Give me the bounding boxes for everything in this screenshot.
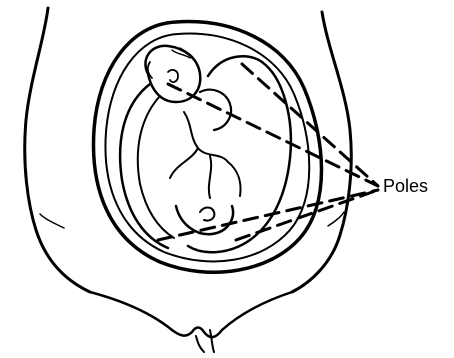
fetal-ear [168, 70, 178, 82]
torso-left-outline [25, 8, 90, 292]
umbilical-cord [170, 112, 241, 198]
fetal-limbs [188, 56, 291, 252]
fetal-knee [200, 90, 231, 130]
fetal-head [145, 46, 200, 102]
abdomen-fold-right [328, 212, 344, 226]
pole-line-upper-1 [168, 84, 378, 186]
fetal-back-inner [138, 96, 174, 238]
groin-left [90, 292, 172, 330]
groin-right [222, 292, 292, 330]
fetal-hair [172, 48, 196, 62]
fetal-foot [200, 208, 214, 221]
navel-mark [196, 336, 204, 352]
abdomen-fold-left [40, 214, 64, 228]
navel-mark-2 [210, 330, 214, 352]
pubic-area [172, 328, 222, 338]
poles-label: Poles [383, 177, 428, 195]
